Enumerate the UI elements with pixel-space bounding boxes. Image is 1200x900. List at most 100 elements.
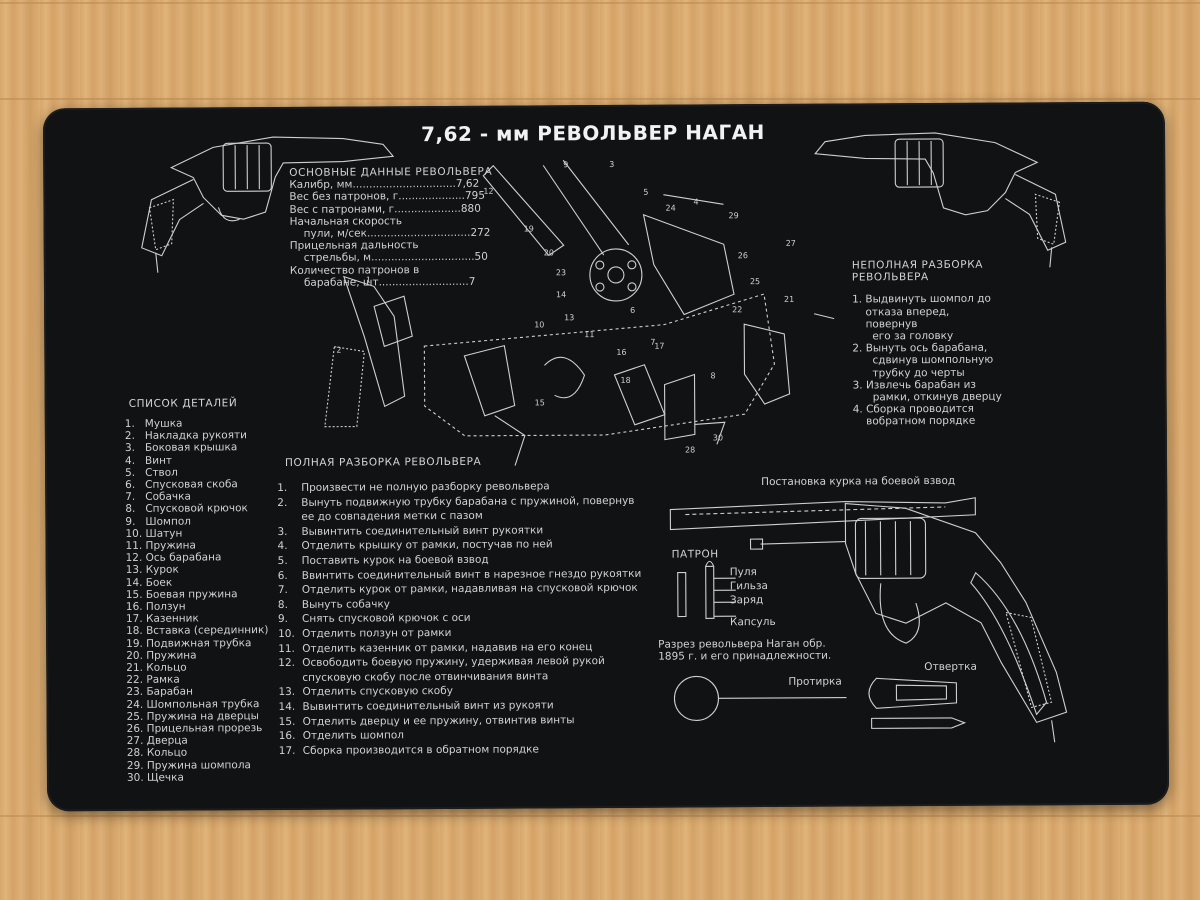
part-number: 4. <box>124 454 136 467</box>
callout-label: 23 <box>556 268 566 277</box>
cartridge-diagram <box>677 560 736 619</box>
part-list-item: 28.Кольцо <box>127 747 269 760</box>
full-disassembly-steps: 1. Произвести не полную разборку револьве… <box>277 479 642 758</box>
callout-label: 9 <box>563 160 568 169</box>
partial-step-line: 3. Извлечь барабан из <box>852 378 977 392</box>
part-name: Боковая крышка <box>144 441 238 455</box>
spec-row: барабане, шт...........................7 <box>303 275 476 289</box>
part-name: Щечка <box>146 771 184 784</box>
partial-step-line: вобратном порядке <box>852 415 976 428</box>
part-number: 9. <box>125 515 136 528</box>
part-name: Пружина на дверцы <box>146 710 259 723</box>
callout-label: 7 <box>650 338 655 347</box>
callout-label: 21 <box>784 295 794 304</box>
part-name: Шомпольная трубка <box>146 697 260 711</box>
cartridge-primer-label: Капсуль <box>729 615 776 629</box>
part-number: 14. <box>125 576 143 589</box>
callout-label: 26 <box>738 251 748 260</box>
partial-step-line: рамки, откинув дверцу <box>852 390 1002 404</box>
exploded-view-diagram <box>324 159 835 466</box>
part-list-item: 11.Пружина <box>126 539 268 552</box>
step-text: Вынуть подвижную трубку барабана с пружи… <box>301 494 635 509</box>
spec-row: стрельбы, м.............................… <box>303 251 488 265</box>
full-disassembly-heading: ПОЛНАЯ РАЗБОРКА РЕВОЛЬВЕРА <box>284 455 482 469</box>
step-text: Освободить боевую пружину, удерживая лев… <box>302 655 605 669</box>
caption-line1: Разрез револьвера Наган обр. <box>658 637 826 651</box>
specs-block: ОСНОВНЫЕ ДАННЫЕ РЕВОЛЬВЕРА Калибр, мм...… <box>289 166 493 289</box>
step-number: 11. <box>278 642 295 655</box>
partial-step-line: сдвинув шомпольную <box>852 354 994 367</box>
step-text: Отделить дверцу и ее пружину, отвинтив в… <box>302 713 575 728</box>
callout-label: 4 <box>693 197 698 206</box>
part-number: 8. <box>125 503 136 516</box>
part-number: 26. <box>126 722 144 736</box>
step-text: Вынуть собачку <box>301 598 391 611</box>
step-text: Произвести не полную разборку револьвера <box>301 480 550 494</box>
callout-label: 13 <box>564 313 574 322</box>
part-number: 3. <box>124 442 136 455</box>
part-number: 10. <box>125 527 143 540</box>
part-name: Подвижная трубка <box>146 636 252 650</box>
part-number: 5. <box>125 466 136 479</box>
step-number: 2. <box>277 496 288 509</box>
step-text: Ввинтить соединительный винт в нарезное … <box>301 567 642 582</box>
revolver-left-icon <box>141 136 395 273</box>
step-text: Снять спусковой крючок с оси <box>301 612 471 626</box>
part-list-item: 7.Собачка <box>125 490 267 503</box>
step-number: 5. <box>277 554 288 567</box>
step-number: 14. <box>278 700 296 713</box>
step-text: Поставить курок на боевой взвод <box>301 553 489 567</box>
part-name: Ползун <box>145 600 186 613</box>
part-number: 7. <box>125 491 136 504</box>
part-name: Пружина <box>145 539 196 552</box>
part-name: Боевая пружина <box>145 588 238 601</box>
callout-label: 2 <box>336 346 341 355</box>
partial-step-line: отказа вперед, <box>852 305 950 319</box>
part-number: 6. <box>125 478 136 491</box>
part-number: 1. <box>124 417 135 430</box>
part-number: 24. <box>126 698 144 711</box>
step-number: 12. <box>278 657 295 670</box>
full-step-line: 17.Сборка производится в обратном порядк… <box>279 741 643 758</box>
step-number: 1. <box>277 481 288 495</box>
part-name: Накладка рукояти <box>144 429 247 443</box>
part-list-item: 8.Спусковой крючок <box>125 502 267 516</box>
part-number: 20. <box>126 649 143 662</box>
part-list-item: 22.Рамка <box>126 673 268 686</box>
part-list-item: 20.Пружина <box>126 649 268 662</box>
part-name: Боек <box>145 576 173 589</box>
part-list-item: 21.Кольцо <box>126 661 268 674</box>
full-step-line: 7.Отделить курок от рамки, надавливая на… <box>278 581 642 598</box>
step-text: Вывинтить соединительный винт рукоятки <box>301 524 544 538</box>
partial-steps: 1. Выдвинуть шомпол до отказа вперед, по… <box>852 293 1002 428</box>
callout-label: 22 <box>732 305 742 314</box>
part-list-item: 5.Ствол <box>125 466 267 479</box>
wiper-label: Протирка <box>788 675 842 688</box>
part-number: 23. <box>126 686 144 699</box>
part-name: Шатун <box>145 527 183 540</box>
part-number: 22. <box>126 674 144 687</box>
part-list-item: 16.Ползун <box>126 600 268 613</box>
part-name: Винт <box>144 454 173 467</box>
part-number: 27. <box>126 735 144 748</box>
step-text: Вывинтить соединительный винт из рукояти <box>302 699 554 713</box>
part-number: 2. <box>124 430 135 443</box>
callout-label: 28 <box>685 445 695 454</box>
part-number: 18. <box>126 625 143 638</box>
part-list-item: 3. Боковая крышка <box>124 441 267 455</box>
step-text: Отделить крышку от рамки, постучав по не… <box>301 538 553 553</box>
step-number: 6. <box>277 569 288 582</box>
cartridge-bullet-label: Пуля <box>729 566 757 579</box>
step-number: 9. <box>277 613 289 626</box>
part-list-item: 10.Шатун <box>125 527 267 540</box>
partial-step-line: 2. Вынуть ось барабана, <box>852 341 988 355</box>
step-text: Отделить спусковую скобу <box>302 685 453 699</box>
part-list-item: 13.Курок <box>126 564 268 577</box>
part-list-item: 2. Накладка рукояти <box>125 429 267 442</box>
cock-label: Постановка курка на боевой взвод <box>761 474 956 489</box>
part-list-item: 9.Шомпол <box>125 515 267 528</box>
part-list-item: 18.Вставка (серединник) <box>126 625 268 638</box>
part-name: Кольцо <box>146 747 188 760</box>
part-name: Барабан <box>146 685 193 699</box>
part-list-item: 27.Дверца <box>127 734 269 747</box>
